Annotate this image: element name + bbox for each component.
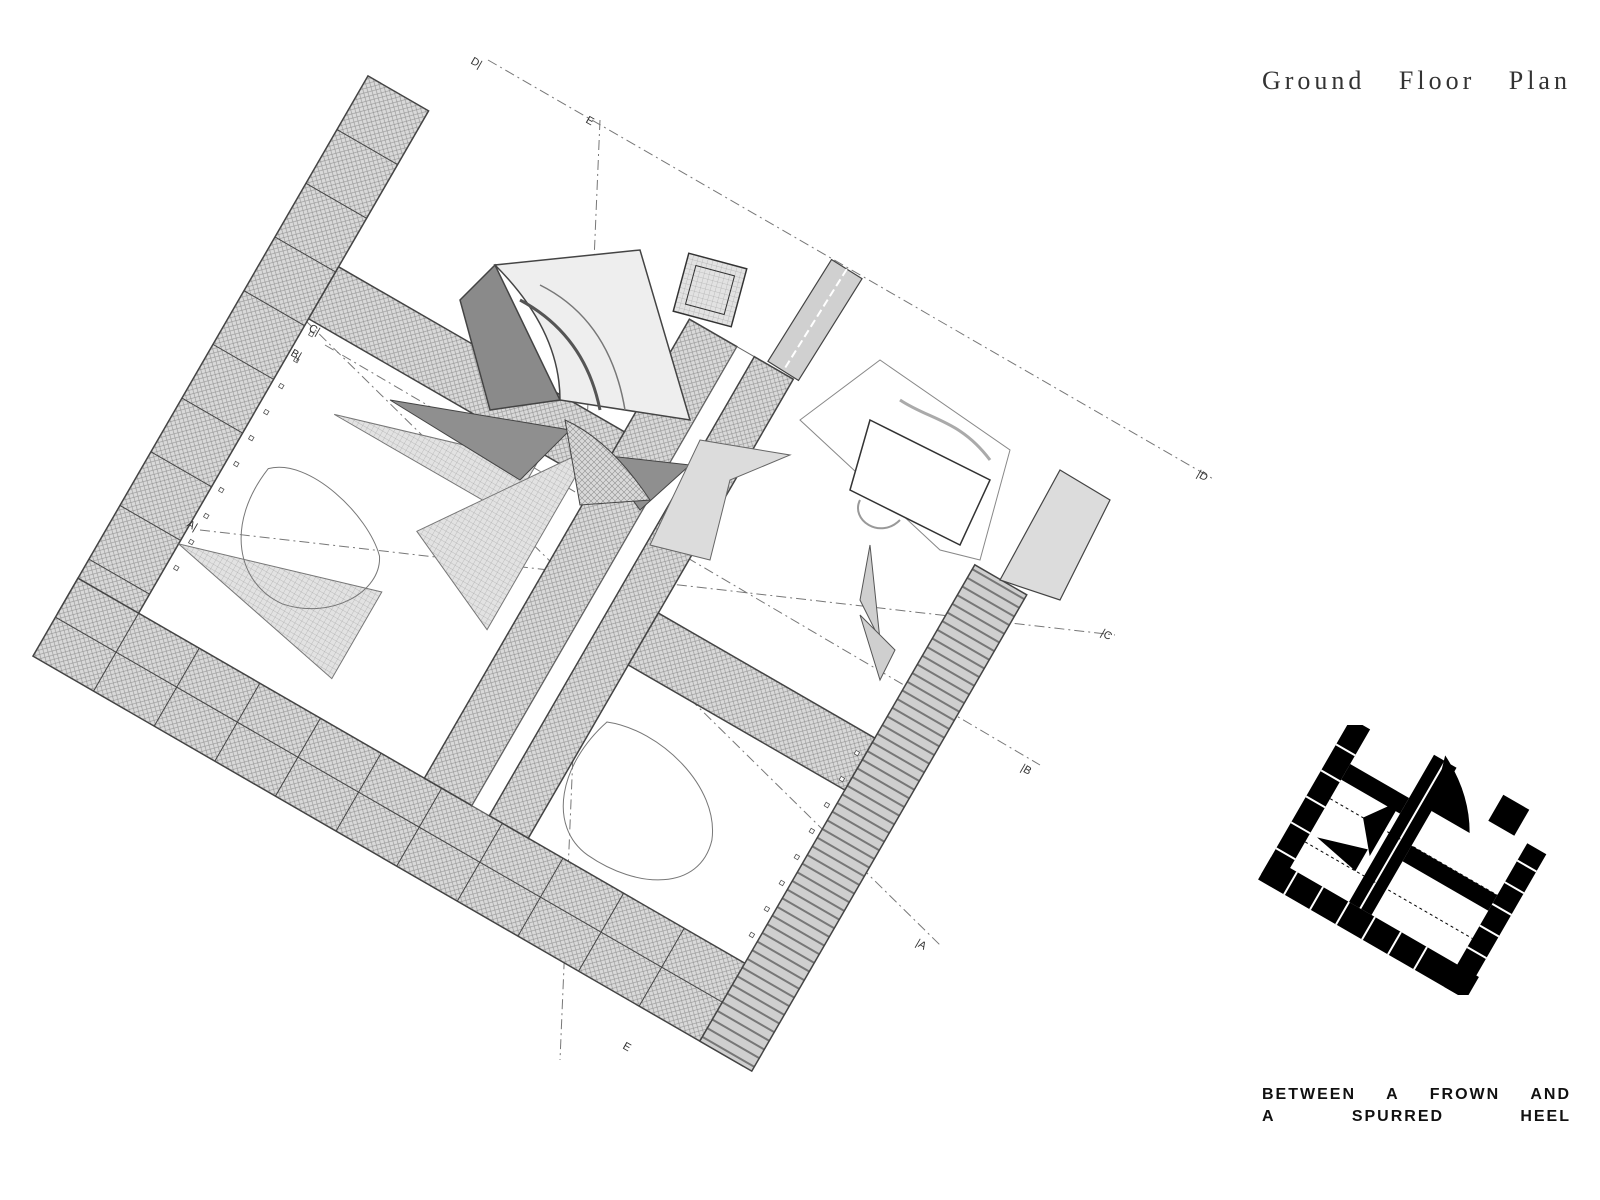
caption-word: A	[1262, 1108, 1276, 1125]
pavilion	[672, 252, 748, 328]
ground-floor-plan: D| E C| B| A| |D |C |B |A E	[31, 55, 1216, 1073]
cut-label-d-right: |D	[1195, 468, 1210, 484]
caption-word: AND	[1530, 1086, 1571, 1103]
caption: BETWEEN A FROWN AND A SPURRED HEEL	[1262, 1086, 1571, 1130]
caption-word: HEEL	[1520, 1108, 1571, 1125]
caption-line-1: BETWEEN A FROWN AND	[1262, 1086, 1571, 1108]
cut-label-c-left: C|	[307, 322, 322, 338]
caption-word: A	[1386, 1086, 1400, 1103]
caption-line-2: A SPURRED HEEL	[1262, 1108, 1571, 1130]
title-word-plan: Plan	[1508, 66, 1571, 95]
drawing-title: Ground Floor Plan	[1262, 66, 1571, 96]
strip-building	[767, 258, 863, 382]
fan-hall	[389, 249, 692, 511]
cut-label-b-right: |B	[1019, 762, 1034, 777]
cut-label-d-left: D|	[469, 55, 484, 71]
caption-word: SPURRED	[1351, 1108, 1445, 1125]
cut-label-c-right: |C	[1099, 627, 1114, 643]
key-diagram	[1258, 725, 1547, 995]
building-footprint	[31, 74, 1028, 1073]
caption-word: BETWEEN	[1262, 1086, 1356, 1103]
cut-label-a-right: |A	[914, 937, 929, 953]
caption-word: FROWN	[1429, 1086, 1501, 1103]
title-word-ground: Ground	[1262, 66, 1366, 95]
cut-label-e-bottom: E	[621, 1040, 633, 1054]
title-word-floor: Floor	[1398, 66, 1476, 95]
landscape-area	[649, 359, 1111, 682]
